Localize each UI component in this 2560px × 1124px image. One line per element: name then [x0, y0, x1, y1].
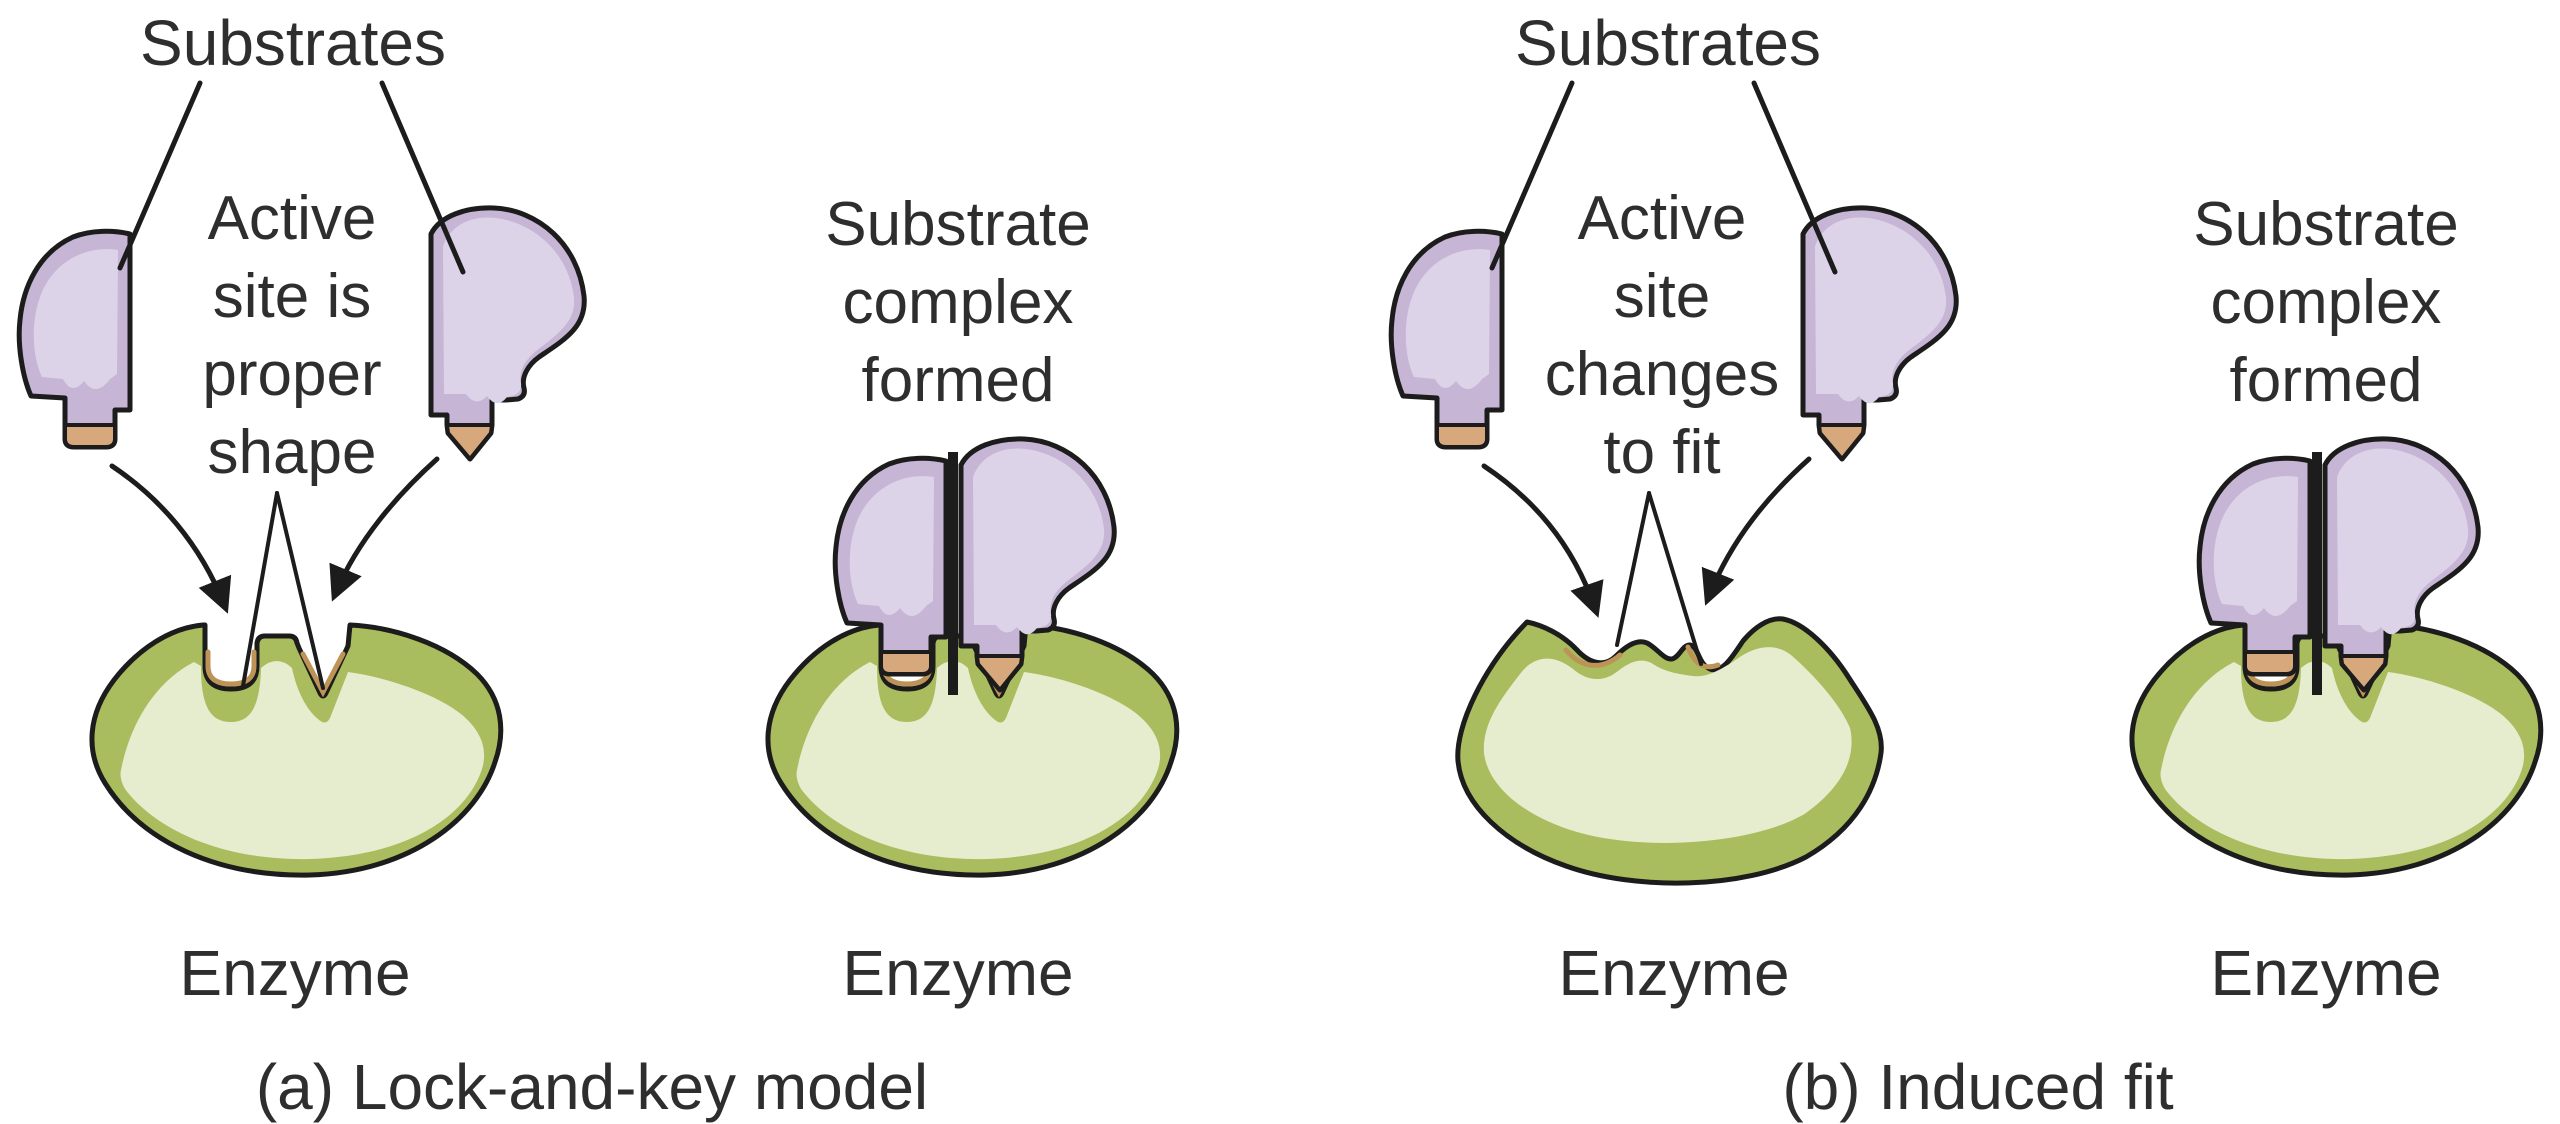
leader-line	[1489, 80, 1575, 271]
substrate-left-shape-a	[19, 231, 130, 447]
enzyme-lock-shape	[92, 625, 501, 875]
curved-arrow-icon	[109, 463, 232, 614]
substrates-label-b: Substrates	[1515, 7, 1821, 79]
caption-lock-and-key: (a) Lock-and-key model	[255, 1051, 929, 1123]
curved-arrow-icon	[329, 456, 440, 602]
curved-arrow-icon	[1481, 463, 1604, 618]
pointer-line	[275, 491, 325, 690]
enzyme-label-a2: Enzyme	[842, 937, 1074, 1009]
complex-label-b: Substrate complex formed	[2193, 190, 2459, 416]
pointer-line	[241, 491, 279, 688]
enzyme-lock-shape	[2132, 625, 2541, 875]
leader-line	[1751, 80, 1838, 275]
pointer-line	[1647, 491, 1703, 666]
enzyme-label-b2: Enzyme	[2210, 937, 2442, 1009]
substrate-left-shape-b	[1391, 231, 1502, 447]
enzyme-induced-shape	[1458, 619, 1882, 883]
panel-a-free-state	[19, 80, 584, 875]
curved-arrow-icon	[1701, 456, 1812, 606]
pointer-line	[1615, 491, 1651, 647]
leader-line	[379, 80, 466, 275]
active-site-annotation-b: Active site changes to fit	[1544, 184, 1780, 488]
caption-induced-fit: (b) Induced fit model	[1782, 1051, 2174, 1123]
substrate-complex-a	[768, 439, 1177, 875]
enzyme-lock-shape	[768, 625, 1177, 875]
enzyme-label-b1: Enzyme	[1558, 937, 1790, 1009]
substrates-label-a: Substrates	[140, 7, 446, 79]
active-site-annotation-a: Active site is proper shape	[202, 184, 382, 488]
substrate-complex-b	[2132, 439, 2541, 875]
leader-line	[117, 80, 203, 271]
enzyme-label-a1: Enzyme	[179, 937, 411, 1009]
complex-label-a: Substrate complex formed	[825, 190, 1091, 416]
panel-b-free-state	[1391, 80, 1956, 883]
